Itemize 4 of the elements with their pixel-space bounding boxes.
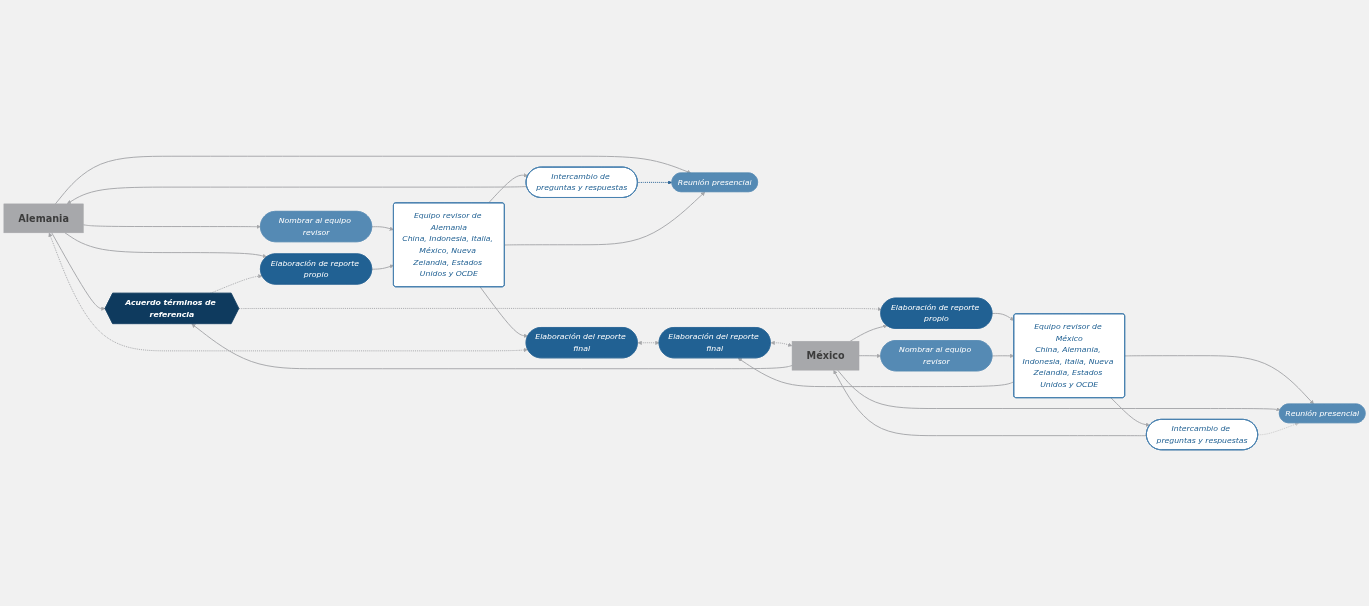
arrow <box>770 340 793 347</box>
node-box: México <box>791 341 860 371</box>
arrow <box>637 340 660 345</box>
node-box: Alemania <box>3 203 84 234</box>
